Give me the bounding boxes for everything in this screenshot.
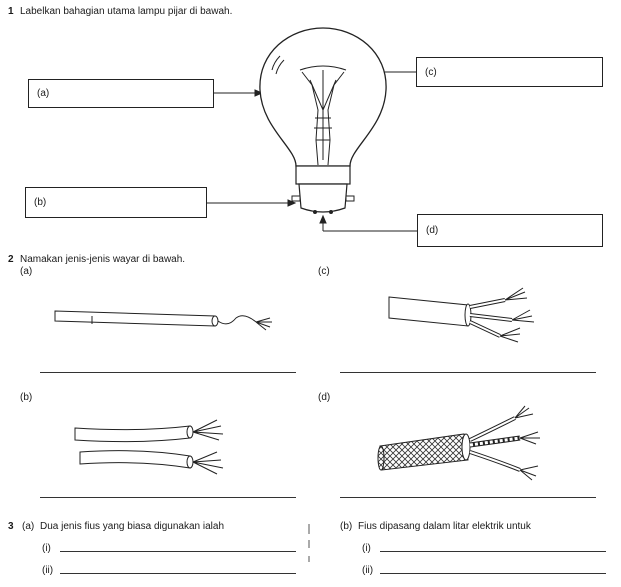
- q3b-item-i: (i): [362, 543, 371, 554]
- contact-left: [313, 210, 317, 214]
- label-c: (c): [425, 66, 437, 78]
- answer-line-wire-a[interactable]: [40, 372, 296, 373]
- answer-line-q3b-i[interactable]: [380, 551, 606, 552]
- question-2-text: Namakan jenis-jenis wayar di bawah.: [20, 254, 186, 265]
- label-box-a[interactable]: (a): [28, 79, 214, 108]
- question-3-number: 3: [8, 521, 14, 532]
- wire-c-twin-cable: [388, 287, 535, 343]
- question-1-number: 1: [8, 6, 14, 17]
- filament: [299, 65, 347, 166]
- wire-a-single-core: [54, 310, 272, 331]
- bayonet-pin-right: [345, 195, 355, 202]
- answer-line-wire-c[interactable]: [340, 372, 596, 373]
- label-d: (d): [426, 225, 439, 236]
- label-a: (a): [37, 88, 50, 99]
- wire-c-label: (c): [318, 266, 330, 277]
- answer-line-q3a-ii[interactable]: [60, 573, 296, 574]
- contact-right: [329, 210, 333, 214]
- label-b: (b): [34, 197, 47, 208]
- q3a-item-ii: (ii): [42, 565, 54, 576]
- wire-a-label: (a): [20, 266, 33, 277]
- wire-b-label: (b): [20, 392, 33, 403]
- q3a-item-i: (i): [42, 543, 51, 554]
- q3b-item-ii: (ii): [362, 565, 374, 576]
- question-3b-text: Fius dipasang dalam litar elektrik untuk: [358, 521, 531, 532]
- question-3a-label: (a): [22, 521, 35, 532]
- label-box-b[interactable]: (b): [25, 187, 207, 218]
- label-box-c[interactable]: (c): [416, 57, 603, 87]
- wire-b-twin-flex: [74, 419, 224, 475]
- bayonet-pin-left: [291, 195, 301, 202]
- answer-line-wire-b[interactable]: [40, 497, 296, 498]
- wire-d-braided-flex: [377, 405, 540, 481]
- question-1-text: Labelkan bahagian utama lampu pijar di b…: [20, 6, 233, 17]
- glass-reflection: [271, 55, 285, 75]
- answer-line-q3a-i[interactable]: [60, 551, 296, 552]
- question-3a-text: Dua jenis fius yang biasa digunakan iala…: [40, 521, 225, 532]
- bulb-base: [298, 183, 348, 213]
- answer-line-q3b-ii[interactable]: [380, 573, 606, 574]
- question-3b-label: (b): [340, 521, 353, 532]
- question-2-number: 2: [8, 254, 14, 265]
- answer-line-wire-d[interactable]: [340, 497, 596, 498]
- wire-d-label: (d): [318, 392, 331, 403]
- label-box-d[interactable]: (d): [417, 214, 603, 247]
